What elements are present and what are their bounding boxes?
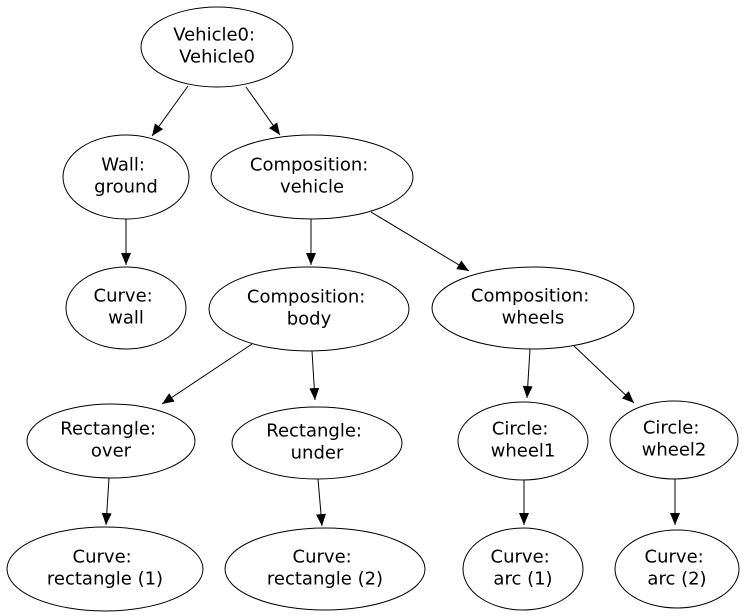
node-label-line: rectangle (1) [47, 569, 163, 590]
node-label-line: Vehicle0: [173, 25, 255, 46]
svg-text:Curve: rectangle (1): Curve: rectangle (1) [47, 547, 163, 590]
svg-text:Circle: wheel2: Circle: wheel2 [642, 418, 707, 461]
svg-text:Curve: wall: Curve: wall [94, 286, 159, 329]
node-label-line: Composition: [247, 287, 365, 308]
node-curve-rectangle-1: Curve: rectangle (1) [6, 526, 204, 612]
node-rectangle-over: Rectangle: over [26, 403, 196, 479]
node-label-line: Circle: [492, 419, 549, 440]
node-label-line: Vehicle0 [179, 47, 255, 68]
node-label-line: wheel2 [642, 440, 707, 461]
node-curve-arc-2: Curve: arc (2) [614, 529, 740, 609]
node-label-line: Rectangle: [60, 419, 156, 440]
node-label-line: Circle: [643, 418, 700, 439]
svg-text:Curve: arc (1): Curve: arc (1) [491, 547, 556, 590]
svg-text:Curve: rectangle (2): Curve: rectangle (2) [267, 547, 383, 590]
node-composition-wheels: Composition: wheels [431, 266, 635, 350]
node-curve-arc-1: Curve: arc (1) [462, 527, 584, 611]
edge-rectangle-under-to-curve-rectangle-2 [316, 478, 326, 527]
svg-text:Curve: arc (2): Curve: arc (2) [645, 547, 710, 590]
node-composition-body: Composition: body [208, 266, 410, 352]
node-label-line: vehicle [280, 177, 344, 198]
edge-rectangle-over-to-curve-rectangle-1 [101, 477, 112, 526]
edge-composition-body-to-rectangle-over [161, 343, 253, 405]
node-label-line: Rectangle: [266, 421, 362, 442]
node-label-line: wheels [502, 308, 565, 329]
node-label-line: Curve: [73, 547, 132, 568]
node-label-line: Curve: [293, 547, 352, 568]
svg-text:Vehicle0: Vehicle0: Vehicle0: Vehicle0 [173, 25, 261, 68]
node-label-line: arc (1) [493, 569, 552, 590]
edge-vehicle0-to-composition-vehicle [245, 86, 281, 136]
svg-text:Composition: vehicle: Composition: vehicle [250, 155, 374, 198]
node-label-line: rectangle (2) [267, 569, 383, 590]
node-circle-wheel1: Circle: wheel1 [457, 401, 589, 481]
node-label-line: arc (2) [647, 569, 706, 590]
node-label-line: wall [108, 308, 144, 329]
edge-composition-body-to-rectangle-under [309, 350, 320, 401]
node-composition-vehicle: Composition: vehicle [210, 134, 414, 220]
edge-vehicle0-to-wall-ground [151, 85, 189, 137]
node-label-line: Composition: [250, 155, 368, 176]
svg-text:Rectangle: over: Rectangle: over [60, 419, 161, 462]
svg-text:Composition: body: Composition: body [247, 287, 371, 330]
edge-composition-wheels-to-circle-wheel2 [572, 344, 635, 404]
node-label-line: Curve: [645, 547, 704, 568]
node-label-line: Wall: [101, 155, 145, 176]
svg-text:Wall: ground: Wall: ground [94, 155, 158, 198]
node-wall-ground: Wall: ground [62, 134, 190, 220]
node-label-line: over [91, 441, 132, 462]
node-label-line: body [287, 309, 332, 330]
node-vehicle0: Vehicle0: Vehicle0 [140, 6, 294, 88]
edge-composition-wheels-to-circle-wheel1 [522, 348, 533, 399]
node-label-line: Composition: [471, 286, 589, 307]
edge-composition-vehicle-to-composition-wheels [370, 211, 470, 272]
node-rectangle-under: Rectangle: under [231, 406, 403, 480]
node-label-line: wheel1 [491, 441, 556, 462]
svg-text:Rectangle: under: Rectangle: under [266, 421, 367, 464]
node-curve-wall: Curve: wall [65, 266, 187, 350]
node-label-line: ground [94, 177, 158, 198]
node-curve-rectangle-2: Curve: rectangle (2) [224, 527, 426, 611]
node-circle-wheel2: Circle: wheel2 [609, 400, 739, 480]
svg-text:Circle: wheel1: Circle: wheel1 [491, 419, 556, 462]
svg-text:Composition: wheels: Composition: wheels [471, 286, 595, 329]
node-label-line: Curve: [94, 286, 153, 307]
node-label-line: Curve: [491, 547, 550, 568]
node-label-line: under [291, 443, 344, 464]
